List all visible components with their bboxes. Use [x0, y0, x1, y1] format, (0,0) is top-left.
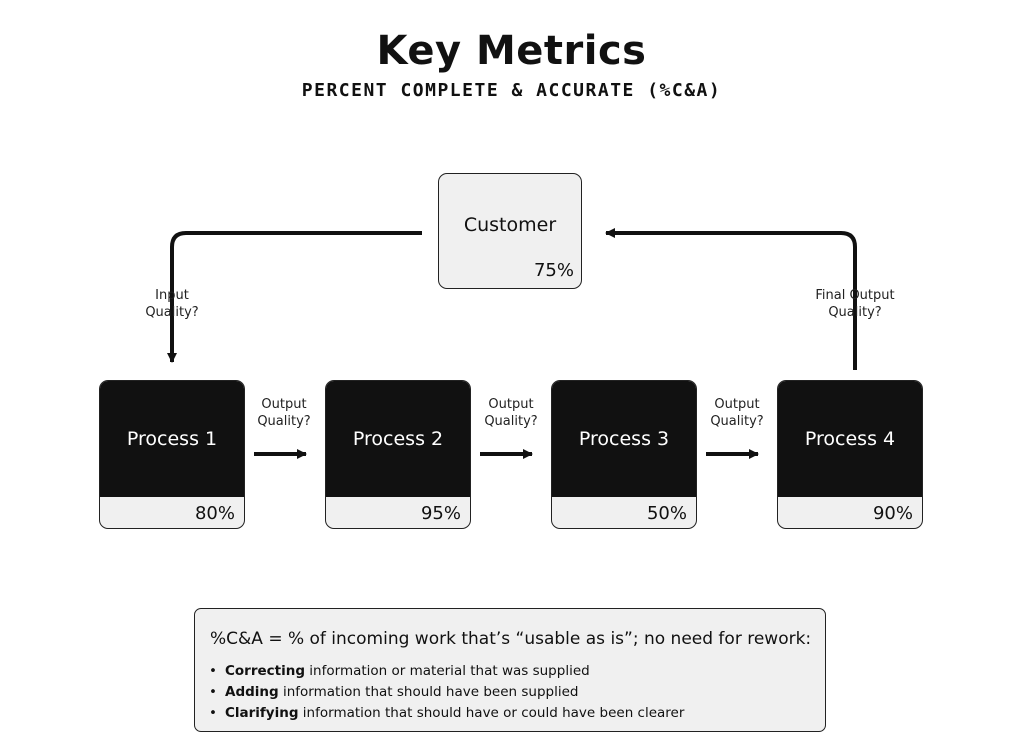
list-item: •Adding information that should have bee…	[209, 684, 579, 700]
final-output-quality-label: Final Output Quality?	[815, 288, 895, 320]
process-1-label: Process 1	[126, 428, 218, 450]
process-4-label: Process 4	[804, 428, 896, 450]
page-title: Key Metrics	[376, 28, 647, 74]
process-3-box: Process 3 50%	[551, 380, 697, 529]
process-3-percent: 50%	[646, 503, 687, 524]
process-2-percent: 95%	[420, 503, 461, 524]
process-1-percent: 80%	[194, 503, 235, 524]
customer-label: Customer	[463, 214, 557, 236]
definition-heading: %C&A = % of incoming work that’s “usable…	[210, 629, 812, 649]
definition-list: •Correcting information or material that…	[209, 661, 684, 724]
definition-box: %C&A = % of incoming work that’s “usable…	[194, 608, 826, 732]
page-subtitle: PERCENT COMPLETE & ACCURATE (%C&A)	[301, 80, 722, 101]
process-4-box: Process 4 90%	[777, 380, 923, 529]
input-quality-label: Input Quality?	[145, 288, 199, 320]
list-item: •Correcting information or material that…	[209, 663, 590, 679]
process-4-percent: 90%	[872, 503, 913, 524]
output-quality-label-1: Output Quality?	[257, 397, 311, 429]
process-2-label: Process 2	[352, 428, 444, 450]
process-2-box: Process 2 95%	[325, 380, 471, 529]
process-3-label: Process 3	[578, 428, 670, 450]
process-1-box: Process 1 80%	[99, 380, 245, 529]
list-item: •Clarifying information that should have…	[209, 705, 685, 721]
final-output-arrow	[605, 228, 857, 370]
customer-box: Customer 75%	[438, 173, 582, 289]
input-quality-arrow	[167, 231, 422, 363]
customer-percent: 75%	[533, 260, 574, 281]
output-quality-label-2: Output Quality?	[484, 397, 538, 429]
output-quality-label-3: Output Quality?	[710, 397, 764, 429]
